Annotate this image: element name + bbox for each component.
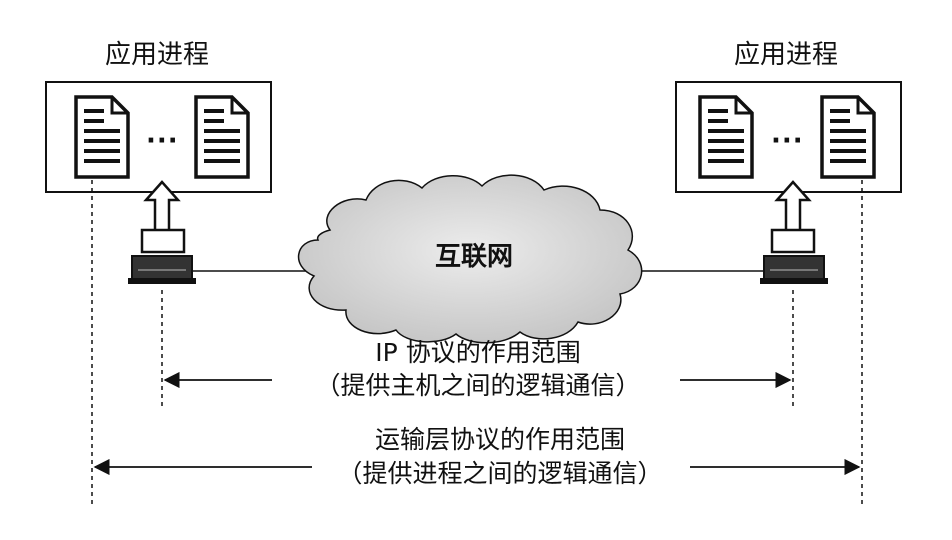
- transport-scope-subtitle: （提供进程之间的逻辑通信）: [337, 459, 663, 488]
- left-document-icon-1: [74, 95, 130, 179]
- internet-label: 互联网: [434, 242, 514, 272]
- left-document-icon-2: [194, 95, 250, 179]
- right-document-icon-1: [698, 95, 754, 179]
- left-host-device-icon: [128, 180, 196, 284]
- right-document-icon-2: [820, 95, 876, 179]
- transport-scope-title: 运输层协议的作用范围: [374, 425, 626, 454]
- ip-scope-title: IP 协议的作用范围: [375, 338, 581, 367]
- right-host-device-icon: [760, 180, 828, 284]
- left-ellipsis: ···: [146, 126, 179, 156]
- ip-scope-subtitle: （提供主机之间的逻辑通信）: [315, 371, 641, 400]
- internet-cloud: [297, 174, 643, 344]
- right-ellipsis: ···: [771, 126, 804, 156]
- left-process-title: 应用进程: [105, 40, 210, 70]
- right-process-title: 应用进程: [734, 40, 839, 70]
